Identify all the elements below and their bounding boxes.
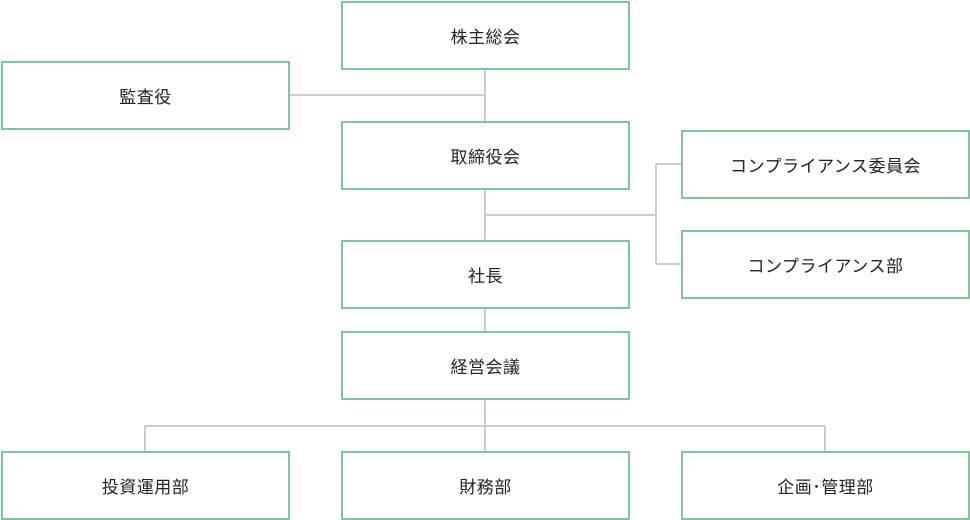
shareholders-meeting-label: 株主総会	[450, 28, 521, 48]
finance-department-label: 財務部	[459, 478, 512, 498]
president-label: 社長	[468, 267, 503, 287]
management-meeting-label: 経営会議	[450, 358, 521, 378]
planning-administration-department-box: 企画･管理部	[681, 451, 970, 520]
board-of-directors-box: 取締役会	[341, 121, 630, 190]
board-of-directors-label: 取締役会	[450, 148, 521, 168]
planning-administration-department-label: 企画･管理部	[777, 478, 874, 498]
compliance-department-label: コンプライアンス部	[747, 257, 904, 277]
shareholders-meeting-box: 株主総会	[341, 1, 630, 70]
president-box: 社長	[341, 240, 630, 309]
management-meeting-box: 経営会議	[341, 331, 630, 400]
auditor-label: 監査役	[119, 88, 172, 108]
investment-management-department-label: 投資運用部	[101, 478, 190, 498]
compliance-department-box: コンプライアンス部	[681, 230, 970, 299]
compliance-committee-box: コンプライアンス委員会	[681, 130, 970, 199]
finance-department-box: 財務部	[341, 451, 630, 520]
investment-management-department-box: 投資運用部	[1, 451, 290, 520]
auditor-box: 監査役	[1, 61, 290, 130]
compliance-committee-label: コンプライアンス委員会	[730, 157, 921, 177]
